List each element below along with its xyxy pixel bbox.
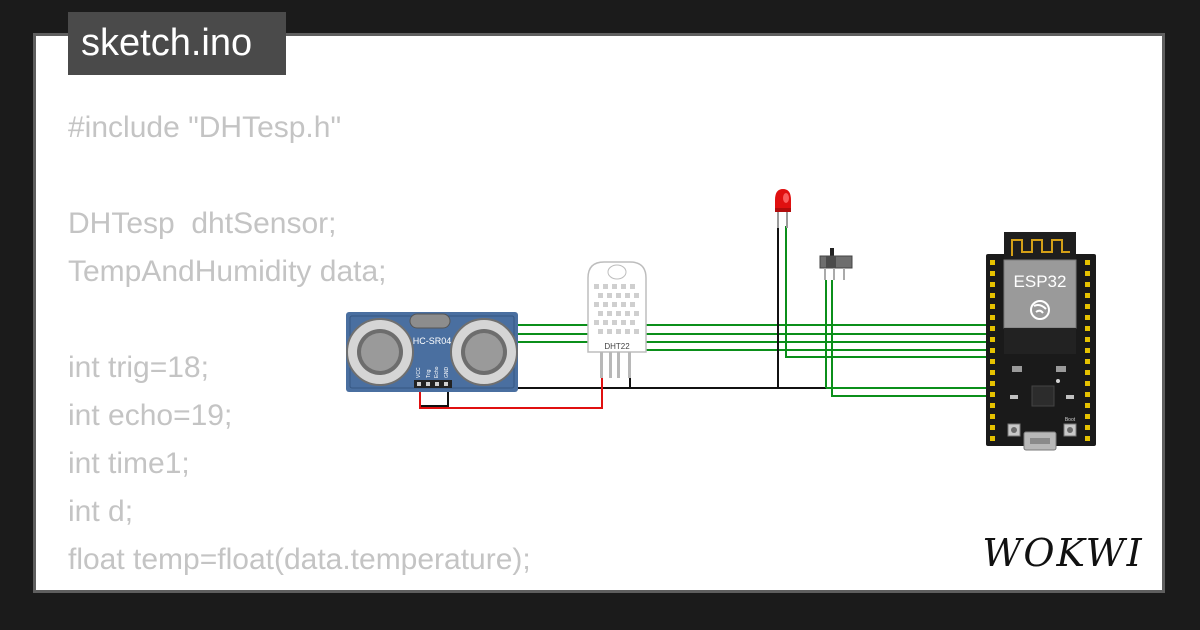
ultrasonic-label: HC-SR04	[413, 336, 452, 346]
ultrasonic-sensor[interactable]: HC-SR04 VCC Trig Echo GND	[346, 312, 518, 392]
pin-header	[414, 380, 452, 388]
pin-label-vcc: VCC	[416, 367, 422, 378]
code-line: float temp=float(data.temperature);	[68, 543, 531, 576]
wire-green	[785, 226, 998, 358]
wire-red	[419, 378, 603, 409]
project-card: #include "DHTesp.h" DHTesp dhtSensor; Temp…	[33, 33, 1165, 593]
code-line: #include "DHTesp.h"	[68, 111, 342, 144]
esp32-label: ESP32	[1014, 272, 1067, 291]
dht-label: DHT22	[604, 342, 630, 351]
wire-green	[831, 280, 998, 397]
wokwi-logo: WOKWI	[982, 531, 1143, 575]
code-line: int trig=18;	[68, 351, 209, 384]
antenna-trace	[1011, 239, 1070, 256]
pin-row-left	[990, 260, 995, 441]
pin-label-gnd: GND	[444, 367, 450, 379]
pin-row-right	[1085, 260, 1090, 441]
slide-switch[interactable]	[819, 248, 853, 280]
boot-label: Boot	[1065, 417, 1076, 423]
dht-grille	[594, 284, 639, 334]
file-tab-label: sketch.ino	[81, 22, 253, 64]
red-led[interactable]	[775, 189, 791, 228]
code-line: int echo=19;	[68, 399, 233, 432]
file-tab[interactable]: sketch.ino	[68, 12, 286, 75]
wire-black	[777, 226, 998, 389]
pin-label-echo: Echo	[434, 366, 440, 378]
wire-green	[439, 341, 998, 378]
wire-green	[617, 349, 998, 378]
usb-chip	[1031, 385, 1055, 407]
dht22-sensor[interactable]: DHT22	[587, 261, 647, 378]
code-line: int time1;	[68, 447, 190, 480]
pin-label-trig: Trig	[426, 369, 432, 378]
espressif-logo	[1030, 300, 1050, 320]
dht-legs	[600, 352, 631, 378]
code-line: int d;	[68, 495, 134, 528]
code-line: DHTesp dhtSensor;	[68, 207, 337, 240]
code-preview: #include "DHTesp.h" DHTesp dhtSensor; Temp…	[68, 104, 531, 590]
esp32-board[interactable]: ESP32	[986, 232, 1096, 451]
code-line: TempAndHumidity data;	[68, 255, 387, 288]
